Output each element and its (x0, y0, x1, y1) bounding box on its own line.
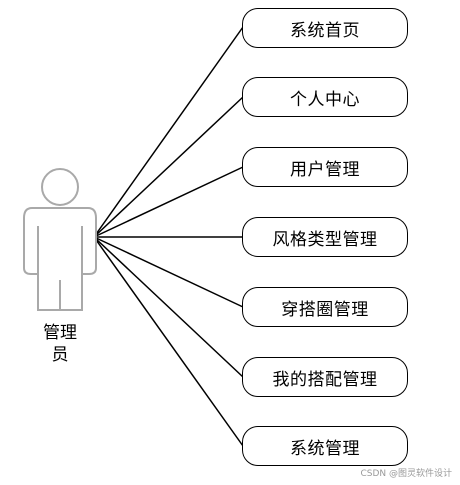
actor-label-line1: 管理 (43, 323, 77, 343)
association-lines (93, 26, 244, 447)
use-case-personal-center[interactable]: 个人中心 (242, 77, 408, 117)
watermark: CSDN @图灵软件设计 (360, 469, 452, 479)
user-figure-icon (23, 168, 97, 311)
use-case-system-home[interactable]: 系统首页 (242, 8, 408, 48)
actor-label: 管理 员 (30, 322, 90, 366)
association-line-1 (93, 26, 244, 238)
use-case-user-management[interactable]: 用户管理 (242, 147, 408, 187)
use-case-outfit-circle-management[interactable]: 穿搭圈管理 (242, 287, 408, 327)
association-line-3 (93, 166, 244, 238)
actor-body (23, 207, 97, 311)
association-line-2 (93, 96, 244, 238)
use-case-system-management[interactable]: 系统管理 (242, 426, 408, 466)
association-line-5 (93, 236, 244, 308)
association-line-6 (93, 236, 244, 378)
actor-label-line2: 员 (51, 345, 69, 365)
association-line-7 (93, 236, 244, 447)
actor-head (41, 168, 79, 206)
use-case-my-outfit-management[interactable]: 我的搭配管理 (242, 357, 408, 397)
use-case-style-type-management[interactable]: 风格类型管理 (242, 217, 408, 257)
